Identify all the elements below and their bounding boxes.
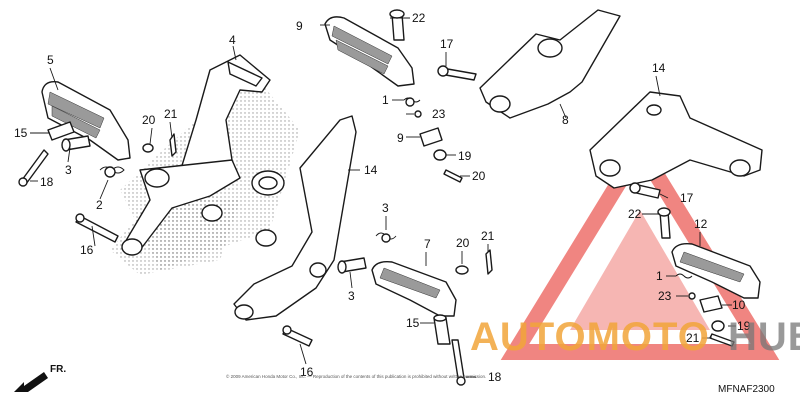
callout-17b: 18 <box>488 370 502 384</box>
callout-14: 15 <box>14 126 28 140</box>
callout-21b: 21 <box>481 229 495 243</box>
callout-7: 7 <box>424 237 431 251</box>
part-15-bolt-center[interactable] <box>282 325 313 347</box>
part-1-spring-top[interactable] <box>403 97 421 107</box>
callout-5: 4 <box>229 33 236 47</box>
callout-21: 21 <box>164 107 178 121</box>
part-10-footpeg[interactable] <box>324 16 415 87</box>
part-16-bolt-top[interactable] <box>437 65 477 81</box>
callout-12: 14 <box>364 163 378 177</box>
callout-10: 9 <box>296 19 303 33</box>
part-17-bolt-center[interactable] <box>451 339 466 386</box>
part-14-pin-center[interactable] <box>433 314 451 345</box>
callout-15b: 16 <box>300 365 314 379</box>
callout-11: 12 <box>694 217 708 231</box>
part-18-nut-top[interactable] <box>433 149 447 161</box>
part-3-pin-center[interactable] <box>337 257 367 274</box>
part-11-footpeg[interactable] <box>671 242 761 299</box>
part-4-spring-left[interactable] <box>99 166 125 178</box>
part-4-spring-center[interactable] <box>375 232 397 243</box>
callout-4: 3 <box>382 201 389 215</box>
callout-15: 16 <box>80 243 94 257</box>
callout-14b: 15 <box>406 316 420 330</box>
callout-20: 20 <box>472 169 486 183</box>
callout-18b: 19 <box>737 319 751 333</box>
part-16-bolt-right[interactable] <box>629 182 661 199</box>
callout-20b: 21 <box>686 331 700 345</box>
watermark-text: AUTOMOTO HUB <box>470 315 800 359</box>
part-9-plate-right[interactable] <box>699 295 723 313</box>
callout-23: 23 <box>432 107 446 121</box>
part-20-pin-right[interactable] <box>709 333 735 347</box>
callout-22: 22 <box>412 11 426 25</box>
callout-18: 19 <box>458 149 472 163</box>
part-14-pin-left[interactable] <box>47 121 75 141</box>
part-13-bracket[interactable] <box>589 91 763 189</box>
part-9-plate-top[interactable] <box>419 127 443 147</box>
part-17-bolt-left[interactable] <box>18 149 49 187</box>
copyright-notice: © 2009 American Honda Motor Co., Inc. — … <box>226 373 486 379</box>
part-22-bolt-right[interactable] <box>657 207 671 239</box>
callout-9b: 10 <box>732 298 746 312</box>
callout-16: 17 <box>440 37 454 51</box>
part-6-footpeg[interactable] <box>41 81 131 161</box>
watermark-triangle-inner <box>570 210 710 330</box>
callout-1b: 1 <box>656 269 663 283</box>
callout-9: 9 <box>397 131 404 145</box>
part-23-ball-top[interactable] <box>414 110 422 118</box>
part-2-arm[interactable] <box>121 159 241 256</box>
callout-3: 3 <box>65 163 72 177</box>
part-19-washer-left[interactable] <box>142 143 154 153</box>
callout-19b: 20 <box>456 236 470 250</box>
part-5-bracket[interactable] <box>179 54 285 196</box>
callout-8: 8 <box>562 113 569 127</box>
part-21-pin-left[interactable] <box>169 133 177 157</box>
part-7-footpeg[interactable] <box>371 260 457 317</box>
callout-1: 1 <box>382 93 389 107</box>
part-23-ball-right[interactable] <box>688 292 696 300</box>
watermark-hub: HUB <box>728 315 800 359</box>
watermark-automoto: AUTOMOTO <box>470 315 710 359</box>
part-8-bracket[interactable] <box>479 9 621 119</box>
part-21-pin-center[interactable] <box>485 249 493 275</box>
callout-2: 2 <box>96 198 103 212</box>
part-22-bolt-top[interactable] <box>389 9 405 41</box>
leader-lines <box>30 17 736 378</box>
callout-17: 18 <box>40 175 54 189</box>
diagram-code: MFNAF2300 <box>718 384 775 395</box>
callout-13: 14 <box>652 61 666 75</box>
callouts: 5 15 3 18 2 16 20 21 4 9 22 1 23 9 19 20… <box>14 11 751 384</box>
front-label: FR. <box>50 364 66 375</box>
part-20-pin-top[interactable] <box>443 169 463 183</box>
callout-3b: 3 <box>348 289 355 303</box>
part-19-washer-center[interactable] <box>455 265 469 275</box>
callout-19: 20 <box>142 113 156 127</box>
part-1-spring-right[interactable] <box>675 273 693 279</box>
part-15-bolt-left[interactable] <box>75 213 119 243</box>
callout-6: 5 <box>47 53 54 67</box>
part-18-nut-right[interactable] <box>711 320 725 332</box>
callout-23b: 23 <box>658 289 672 303</box>
part-12-plate[interactable] <box>233 115 357 321</box>
callout-16b: 17 <box>680 191 694 205</box>
front-arrow: FR. <box>14 364 66 392</box>
callout-22b: 22 <box>628 207 642 221</box>
part-3-pin-left[interactable] <box>61 135 91 152</box>
